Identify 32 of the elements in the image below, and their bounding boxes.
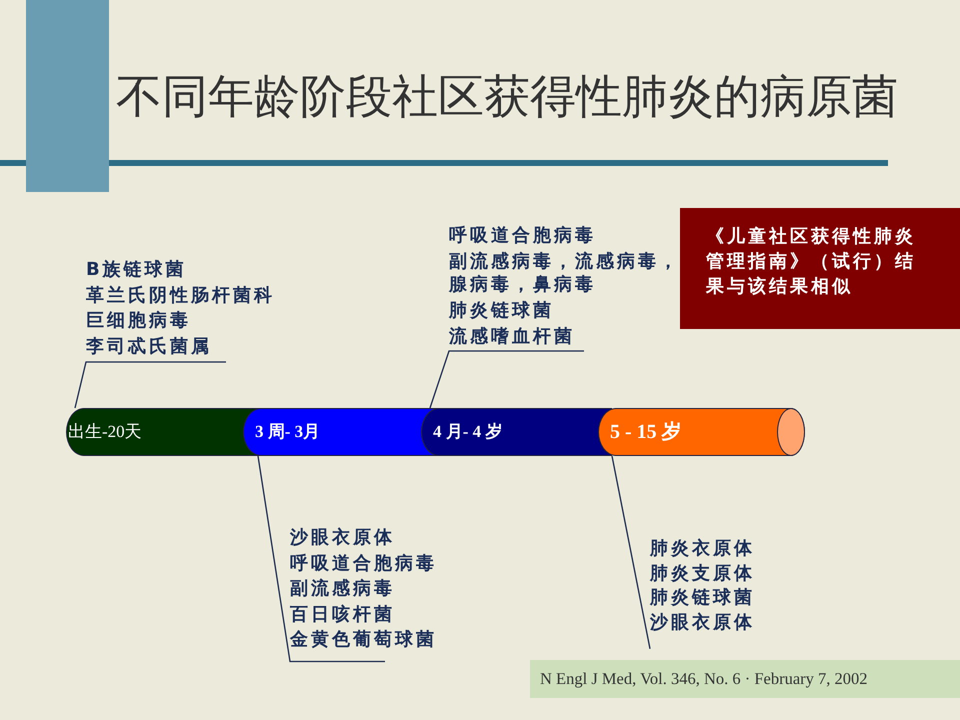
pathogen-name: 巨细胞病毒 [86, 309, 192, 333]
pathogen-name: B族链球菌 [86, 258, 188, 282]
timeline-segment [598, 408, 805, 456]
age-range-label: 5 - 15 岁 [610, 420, 682, 445]
leader-line [257, 456, 385, 662]
pathogen-name: 副流感病毒 [290, 577, 396, 601]
pathogen-name: 沙眼衣原体 [650, 611, 756, 636]
timeline-segment [421, 408, 612, 456]
pathogen-name: 肺炎链球菌 [650, 586, 756, 610]
pathogen-name: 金黄色葡萄球菌 [290, 628, 438, 652]
pathogen-name: 呼吸道合胞病毒 [290, 552, 438, 576]
pathogen-name: 呼吸道合胞病毒 [449, 224, 597, 247]
pathogen-name: 副流感病毒，流感病毒，腺病毒，鼻病毒 [449, 250, 681, 296]
pathogen-name: 肺炎链球菌 [449, 299, 555, 322]
pathogen-name: 沙眼衣原体 [290, 526, 396, 550]
pathogen-name: 流感嗜血杆菌 [449, 325, 576, 348]
leader-line [429, 350, 584, 408]
pathogen-name: 肺炎支原体 [650, 562, 756, 586]
age-range-label: 出生-20天 [68, 421, 142, 444]
citation-box [530, 660, 960, 698]
citation-text: N Engl J Med, Vol. 346, No. 6 · February 7, 2002 [540, 668, 868, 690]
note-text: 《儿童社区获得性肺炎管理指南》（试行）结果与该结果相似 [706, 225, 917, 299]
leader-line [611, 456, 651, 649]
pathogen-name: 肺炎衣原体 [650, 537, 756, 561]
pathogen-name: 李司忒氏菌属 [86, 334, 213, 358]
pathogen-name: 百日咳杆菌 [290, 602, 396, 626]
age-range-label: 4 月- 4 岁 [433, 421, 502, 444]
leader-line [74, 361, 226, 408]
pathogen-name: 革兰氏阴性肠杆菌科 [86, 284, 276, 308]
age-range-label: 3 周- 3月 [255, 421, 320, 444]
title: 不同年龄阶段社区获得性肺炎的病原菌 [116, 70, 898, 124]
note-box [680, 208, 960, 329]
